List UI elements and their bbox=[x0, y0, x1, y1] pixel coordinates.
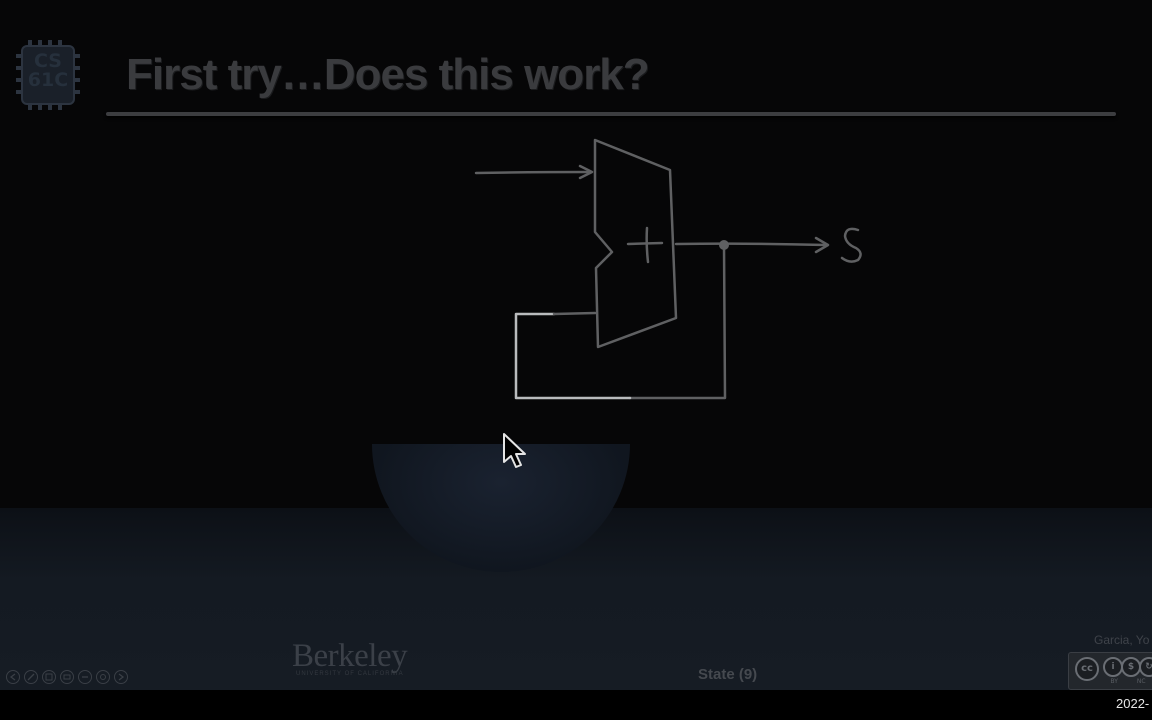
menu-icon[interactable] bbox=[78, 670, 92, 684]
title-underline bbox=[106, 112, 1116, 116]
mouse-cursor-icon bbox=[503, 433, 526, 468]
cc-tags: BY NC bbox=[1101, 678, 1152, 685]
adder-plus-vertical bbox=[645, 226, 650, 264]
junction-dot bbox=[719, 240, 729, 250]
slide-toolbar bbox=[6, 670, 128, 684]
slide-label: State (9) bbox=[698, 666, 758, 683]
input-arrowhead bbox=[578, 164, 594, 180]
sa-icon: ↻ bbox=[1139, 657, 1152, 677]
output-arrowhead bbox=[814, 236, 830, 254]
prev-icon[interactable] bbox=[6, 670, 20, 684]
adder-plus-horizontal bbox=[626, 241, 664, 246]
feedback-wire-highlight bbox=[514, 312, 632, 400]
slide: CS 61C First try…Does this work? bbox=[0, 40, 1152, 690]
author-name: Garcia, Yo bbox=[1094, 633, 1150, 647]
output-wire bbox=[674, 242, 828, 247]
chip-icon bbox=[16, 40, 80, 110]
cs61c-logo: CS 61C bbox=[14, 40, 82, 112]
cc-icon: cc bbox=[1075, 657, 1099, 681]
video-date: 2022- bbox=[1116, 696, 1150, 711]
cc-tag-nc: NC bbox=[1136, 678, 1146, 685]
stop-icon[interactable] bbox=[96, 670, 110, 684]
output-label-s bbox=[840, 227, 862, 263]
next-icon[interactable] bbox=[114, 670, 128, 684]
berkeley-wordmark: Berkeley bbox=[292, 638, 408, 674]
by-icon: i bbox=[1103, 657, 1123, 677]
berkeley-subtitle: UNIVERSITY OF CALIFORNIA bbox=[296, 671, 404, 677]
adder-body bbox=[593, 138, 678, 349]
logo-text: CS 61C bbox=[27, 50, 69, 91]
cc-tag-by: BY bbox=[1110, 678, 1118, 685]
adder-feedback-diagram bbox=[474, 138, 862, 400]
feedback-wire bbox=[628, 243, 727, 400]
input-wire bbox=[474, 170, 592, 175]
feedback-input-wire bbox=[552, 311, 597, 316]
pen-icon[interactable] bbox=[24, 670, 38, 684]
pages-icon[interactable] bbox=[60, 670, 74, 684]
cc-license-badge: cc i $ ↻ BY NC bbox=[1068, 652, 1152, 690]
grid-icon[interactable] bbox=[42, 670, 56, 684]
nc-icon: $ bbox=[1121, 657, 1141, 677]
slide-title: First try…Does this work? bbox=[126, 50, 650, 99]
